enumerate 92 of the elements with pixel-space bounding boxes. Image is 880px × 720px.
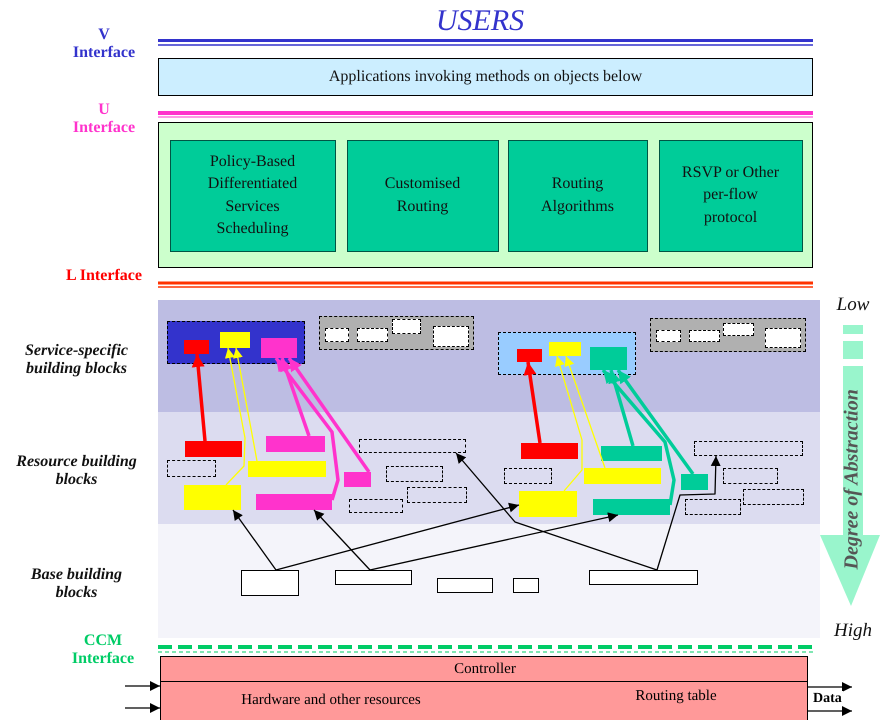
layer-label: Service-specific building blocks bbox=[24, 342, 130, 379]
placeholder-block bbox=[764, 328, 800, 348]
layer-panel bbox=[158, 122, 813, 268]
placeholder-block bbox=[349, 499, 403, 513]
building-block bbox=[220, 332, 250, 348]
layer-label: Resource building blocks bbox=[15, 453, 138, 490]
arrow bbox=[608, 370, 635, 446]
node-text: Policy-Based Differentiated Services Scheduling bbox=[206, 152, 298, 239]
interface-label: V Interface bbox=[72, 26, 136, 63]
placeholder-block bbox=[723, 468, 778, 484]
module-box bbox=[170, 140, 336, 252]
interface-label: U Interface bbox=[72, 101, 136, 138]
node-text: RSVP or Other per-flow protocol bbox=[680, 162, 780, 228]
arrow bbox=[456, 452, 658, 571]
controller-label: Controller bbox=[453, 661, 517, 678]
interface-label: CCM Interface bbox=[70, 632, 136, 669]
block-group bbox=[498, 332, 636, 375]
building-block bbox=[519, 491, 577, 517]
placeholder-block bbox=[359, 439, 466, 453]
building-block bbox=[590, 346, 626, 370]
table-label: Routing table bbox=[634, 688, 718, 705]
placeholder-block bbox=[685, 499, 741, 515]
node-text: Routing Algorithms bbox=[540, 174, 615, 216]
arrow bbox=[232, 348, 258, 462]
arrow bbox=[192, 354, 207, 442]
arrow bbox=[276, 502, 520, 571]
layer-box bbox=[158, 58, 813, 96]
node-text: Customised Routing bbox=[384, 174, 462, 216]
building-block bbox=[185, 441, 242, 457]
placeholder-block bbox=[694, 441, 803, 456]
axis-title: Degree of Abstraction bbox=[840, 390, 864, 570]
arrow bbox=[125, 703, 160, 713]
module-box bbox=[658, 140, 802, 252]
base-block bbox=[437, 578, 493, 593]
placeholder-block bbox=[656, 330, 680, 342]
arrow bbox=[232, 510, 277, 570]
scale-label: High bbox=[832, 620, 873, 642]
building-block bbox=[266, 436, 325, 452]
base-block bbox=[513, 578, 539, 593]
controller-box bbox=[160, 656, 808, 720]
interface-label: L Interface bbox=[66, 267, 142, 286]
scale-label: Low bbox=[836, 294, 870, 316]
arrow bbox=[274, 356, 340, 500]
arrow bbox=[370, 512, 618, 571]
arrow bbox=[125, 681, 160, 691]
node-text: Applications invoking methods on objects below bbox=[328, 66, 642, 87]
layer-heading: USERS bbox=[434, 4, 526, 38]
base-block bbox=[335, 570, 412, 585]
building-block bbox=[593, 499, 670, 515]
placeholder-block bbox=[407, 487, 467, 503]
building-block bbox=[248, 461, 326, 477]
building-block bbox=[601, 446, 662, 461]
building-block bbox=[516, 348, 542, 362]
module-box bbox=[508, 140, 648, 252]
arrow bbox=[523, 362, 542, 444]
placeholder-block bbox=[392, 318, 420, 334]
base-block bbox=[589, 570, 698, 585]
placeholder-block bbox=[167, 460, 216, 477]
arrow bbox=[602, 368, 676, 506]
building-block bbox=[256, 494, 332, 510]
arrow bbox=[555, 356, 583, 492]
arrow bbox=[280, 357, 311, 437]
module-box bbox=[346, 140, 498, 252]
placeholder-block bbox=[504, 468, 552, 484]
building-block bbox=[260, 338, 296, 358]
arrow bbox=[224, 348, 246, 486]
placeholder-block bbox=[386, 466, 443, 482]
building-block bbox=[344, 472, 371, 487]
building-block bbox=[521, 443, 578, 459]
placeholder-block bbox=[356, 328, 388, 342]
arrow bbox=[564, 356, 606, 468]
layer-label: Base building blocks bbox=[30, 566, 124, 603]
block-group bbox=[167, 321, 305, 364]
base-block bbox=[241, 570, 299, 596]
placeholder-block bbox=[743, 489, 804, 505]
placeholder-block bbox=[722, 322, 754, 336]
arrow bbox=[808, 682, 852, 692]
placeholder-block bbox=[324, 328, 348, 342]
placeholder-block bbox=[688, 330, 720, 342]
building-block bbox=[681, 474, 708, 490]
arrow bbox=[808, 706, 852, 716]
placeholder-block bbox=[432, 326, 468, 346]
arrow bbox=[314, 510, 370, 570]
resource-label: Hardware and other resources bbox=[240, 692, 422, 709]
block-group bbox=[650, 318, 806, 352]
arrow bbox=[656, 456, 721, 570]
building-block bbox=[184, 340, 208, 354]
building-block bbox=[584, 468, 661, 484]
arrow bbox=[616, 368, 694, 476]
building-block bbox=[184, 485, 241, 510]
block-group bbox=[319, 316, 474, 350]
building-block bbox=[548, 342, 580, 356]
